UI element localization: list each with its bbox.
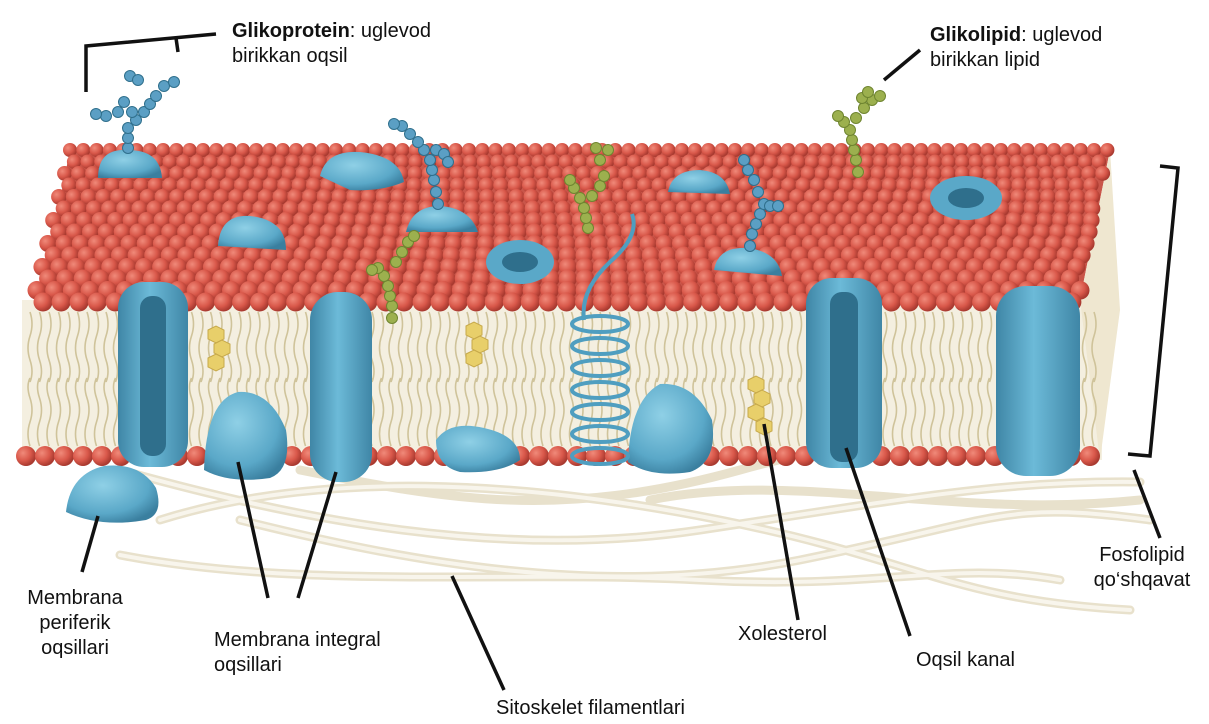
glycolipid-line2: birikkan lipid <box>930 49 1040 71</box>
glycoprotein-label: Glikoprotein: uglevod birikkan oqsil <box>232 19 431 69</box>
phospholipid-heads <box>28 143 1115 312</box>
peripheral-line1: Membrana <box>27 587 123 609</box>
peripheral-pointer <box>82 516 98 572</box>
protein-channel-left <box>118 282 188 467</box>
peripheral-protein-label: Membrana periferik oqsillari <box>10 586 140 661</box>
glycoprotein-term: Glikoprotein <box>232 20 350 42</box>
integral-protein-label: Membrana integral oqsillari <box>214 628 381 678</box>
bilayer-line1: Fosfolipid <box>1099 544 1185 566</box>
glycoprotein-rest: : uglevod <box>350 20 431 42</box>
peripheral-line3: oqsillari <box>41 637 109 659</box>
glycolipid-term: Glikolipid <box>930 24 1021 46</box>
protein-channel-right <box>806 278 882 468</box>
peripheral-line2: periferik <box>39 612 110 634</box>
glycoprotein-line2: birikkan oqsil <box>232 45 348 67</box>
integral-line2: oqsillari <box>214 654 282 676</box>
integral-protein-far-right <box>996 286 1080 476</box>
integral-line1: Membrana integral <box>214 629 381 651</box>
integral-protein-tall <box>310 292 372 482</box>
cholesterol-label: Xolesterol <box>738 622 827 647</box>
glycolipid-label: Glikolipid: uglevod birikkan lipid <box>930 23 1102 73</box>
bilayer-bracket <box>1128 166 1178 456</box>
cytoskeleton-label: Sitoskelet filamentlari <box>496 696 685 721</box>
channel-label: Oqsil kanal <box>916 648 1015 673</box>
bilayer-label: Fosfolipid qo‘shqavat <box>1082 543 1202 593</box>
glycolipid-pointer <box>884 50 920 80</box>
bilayer-line2: qo‘shqavat <box>1094 569 1191 591</box>
glycolipid-rest: : uglevod <box>1021 24 1102 46</box>
glycoprotein-bracket <box>86 34 216 92</box>
cytoskeleton-pointer <box>452 576 504 690</box>
